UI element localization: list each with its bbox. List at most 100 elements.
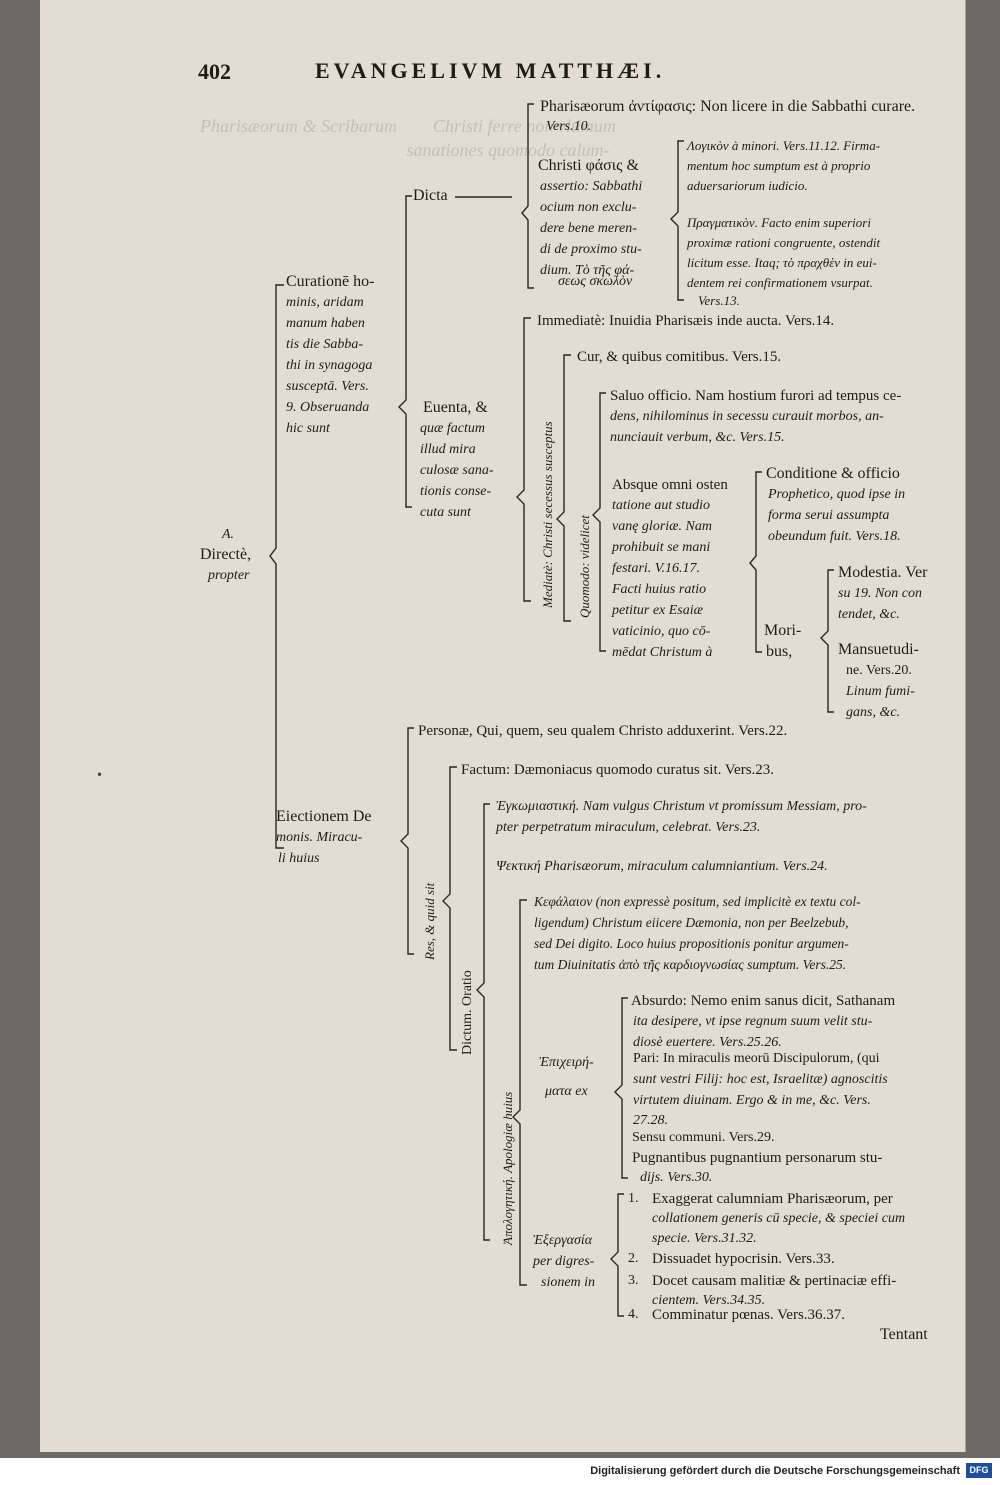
pragmatikon-line: licitum esse. Itaq; τὸ πραχθὲν in eui-	[687, 255, 877, 270]
dicta-label: Dicta	[413, 187, 448, 204]
curatione-line: 9. Obseruanda	[286, 400, 370, 415]
dfg-logo: DFG	[966, 1463, 992, 1478]
curatione-line: hic sunt	[286, 421, 330, 436]
kephalaion-line: sed Dei digito. Loco huius propositionis…	[534, 936, 849, 951]
pragmatikon-line: dentem rei confirmationem vsurpat.	[687, 275, 873, 290]
item-number: 3.	[628, 1273, 639, 1288]
pari-line: Pari: In miraculis meorū Discipulorum, (…	[633, 1051, 880, 1066]
cur-text: Cur, & quibus comitibus. Vers.15.	[577, 349, 782, 365]
exergasia-line: per digres-	[533, 1254, 595, 1269]
absque-line: festari. V.16.17.	[612, 561, 701, 576]
saluo-line: dens, nihilominus in secessu curauit mor…	[610, 409, 884, 424]
pharisaeorum-text: Pharisæorum ἀντίφασις: Non licere in die…	[540, 98, 916, 115]
kephalaion-line: ligendum) Christum eiicere Dæmonia, non …	[534, 915, 849, 930]
item-line: cientem. Vers.34.35.	[652, 1293, 766, 1308]
curatione-line: susceptā. Vers.	[286, 379, 369, 394]
christi-line: σεως σκωλὸν	[558, 274, 633, 289]
factum-text: Factum: Dæmoniacus quomodo curatus sit. …	[461, 762, 775, 778]
bleed-through-text: sanationes quomodo calum-	[240, 140, 610, 160]
exergasia-line: Ἐξεργασία	[533, 1233, 593, 1248]
mansuetudine-line: gans, &c.	[846, 705, 901, 720]
absque-line: tatione aut studio	[612, 498, 710, 513]
pari-line: virtutem diuinam. Ergo & in me, &c. Vers…	[633, 1093, 871, 1108]
absque-line: vaticinio, quo cō-	[612, 624, 711, 639]
absurdo-line: Absurdo: Nemo enim sanus dicit, Sathanam	[631, 993, 896, 1009]
item-number: 2.	[628, 1251, 639, 1266]
curatione-line: manum haben	[286, 316, 365, 331]
absque-line: petitur ex Esaiæ	[612, 603, 703, 618]
personae-text: Personæ, Qui, quem, seu qualem Christo a…	[418, 723, 788, 739]
absque-line: vanę gloriæ. Nam	[612, 519, 712, 534]
footer-credit: Digitalisierung gefördert durch die Deut…	[590, 1465, 960, 1477]
moribus-line: Mori-	[764, 622, 802, 639]
item-line: Docet causam malitiæ & pertinaciæ effi-	[652, 1273, 897, 1289]
item-number: 1.	[628, 1191, 639, 1206]
conditione-line: Prophetico, quod ipse in	[768, 487, 906, 502]
pragmatikon-line: Πραγματικὸν. Facto enim superiori	[687, 215, 871, 230]
epicheiremata-line: ματα ex	[545, 1084, 588, 1099]
pari-line: sunt vestri Filij: hoc est, Israelitæ) a…	[633, 1072, 888, 1087]
page-number: 402	[198, 59, 231, 84]
item-line: Comminatur pœnas. Vers.36.37.	[652, 1307, 846, 1323]
mansuetudine-line: ne. Vers.20.	[846, 663, 912, 678]
moribus-line: bus,	[766, 643, 793, 660]
enkomiastike-line: Ἐγκωμιαστική. Nam vulgus Christum vt pro…	[496, 799, 867, 814]
running-title: EVANGELIVM MATTHÆI.	[315, 58, 666, 83]
eiectionem-line: monis. Miracu-	[276, 830, 363, 845]
modestia-line: tendet, &c.	[838, 607, 900, 622]
absque-line: Facti huius ratio	[612, 582, 707, 597]
modestia-line: su 19. Non con	[838, 586, 922, 601]
immediate-text: Immediatè: Inuidia Pharisæis inde aucta.…	[537, 313, 835, 329]
absurdo-line: ita desipere, vt ipse regnum suum velit …	[633, 1014, 873, 1029]
psektike-text: Ψεκτική Pharisæorum, miraculum calumnian…	[496, 859, 828, 874]
eiectionem-line: li huius	[278, 851, 320, 866]
curatione-line: minis, aridam	[286, 295, 364, 310]
absque-line: mēdat Christum à	[612, 645, 713, 660]
logikon-line: aduersariorum iudicio.	[687, 178, 808, 193]
pragmatikon-line: Vers.13.	[698, 293, 740, 308]
conditione-line: Conditione & officio	[766, 465, 900, 482]
eventa-line: Euenta, &	[423, 399, 488, 416]
curatione-line: tis die Sabba-	[286, 337, 363, 352]
christi-line: assertio: Sabbathi	[540, 179, 643, 194]
pari-line: 27.28.	[633, 1113, 668, 1128]
conditione-line: obeundum fuit. Vers.18.	[768, 529, 901, 544]
logikon-line: Λογικὸν à minori. Vers.11.12. Firma-	[687, 138, 881, 153]
eventa-line: cuta sunt	[420, 505, 471, 520]
exergasia-line: sionem in	[541, 1275, 596, 1290]
saluo-line: nunciauit verbum, &c. Vers.15.	[610, 430, 785, 445]
christi-line: Christi φάσις &	[538, 157, 639, 174]
pragmatikon-line: proximæ rationi congruente, ostendit	[687, 235, 881, 250]
item-line: collationem generis cū specie, & speciei…	[652, 1211, 906, 1226]
absque-line: Absque omni osten	[612, 477, 728, 493]
eventa-line: quæ factum	[420, 421, 485, 436]
logikon-line: mentum hoc sumptum est à proprio	[687, 158, 871, 173]
enkomiastike-line: pter perpetratum miraculum, celebrat. Ve…	[496, 820, 761, 835]
book-page	[40, 0, 966, 1452]
eiectionem-line: Eiectionem De	[276, 808, 372, 825]
eventa-line: illud mira	[420, 442, 476, 457]
pugnantibus-line: dijs. Vers.30.	[640, 1170, 713, 1185]
absurdo-line: diosè euertere. Vers.25.26.	[633, 1035, 782, 1050]
kephalaion-line: Κεφάλαιον (non expressè positum, sed imp…	[534, 894, 861, 909]
eventa-line: tionis conse-	[420, 484, 492, 499]
mansuetudine-line: Linum fumi-	[846, 684, 915, 699]
curatione-line: thi in synagoga	[286, 358, 373, 373]
item-line: Exaggerat calumniam Pharisæorum, per	[652, 1191, 893, 1207]
catchword: Tentant	[880, 1326, 928, 1343]
christi-line: di de proximo stu-	[540, 242, 642, 257]
christi-line: dium. Τὸ τῆς φά-	[540, 263, 635, 278]
bleed-through-text: Pharisæorum & Scribarum Christi ferre no…	[200, 116, 616, 136]
root-label-line-2: propter	[208, 568, 250, 583]
absque-line: prohibuit se mani	[612, 540, 711, 555]
christi-line: ocium non exclu-	[540, 200, 637, 215]
item-number: 4.	[628, 1307, 639, 1322]
mansuetudine-line: Mansuetudi-	[838, 641, 919, 658]
saluo-line: Saluo officio. Nam hostium furori ad tem…	[610, 388, 902, 404]
root-marker: A.	[222, 527, 235, 542]
epicheiremata-line: Ἐπιχειρή-	[539, 1055, 594, 1070]
kephalaion-line: tum Diuinitatis ἀπὸ τῆς καρδιογνωσίας su…	[534, 957, 847, 972]
christi-line: dere bene meren-	[540, 221, 637, 236]
digitization-footer: Digitalisierung gefördert durch die Deut…	[0, 1458, 1000, 1485]
